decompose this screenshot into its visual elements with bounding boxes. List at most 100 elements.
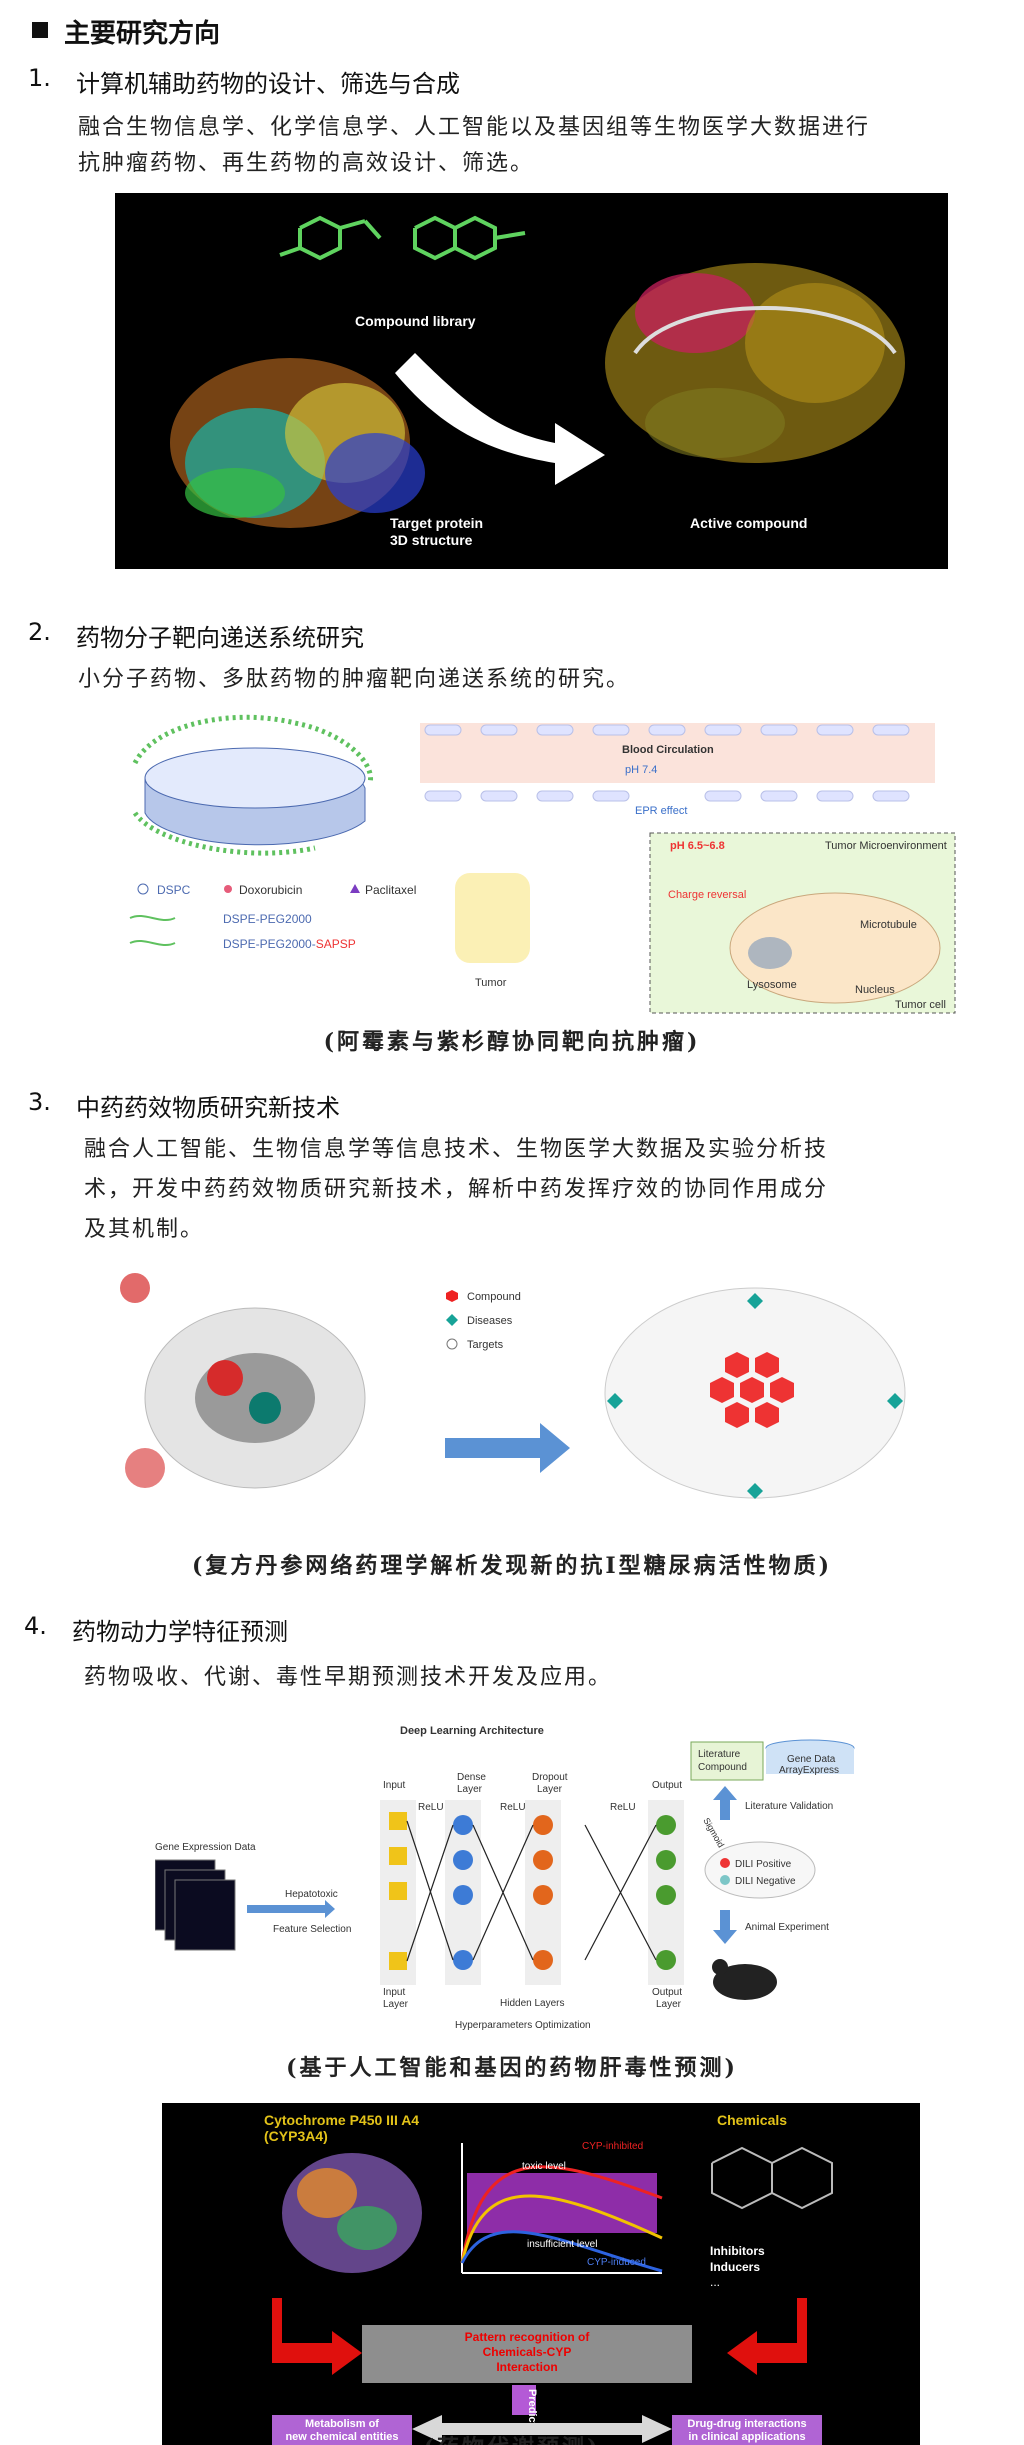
- item-1-title: 计算机辅助药物的设计、筛选与合成: [76, 70, 460, 98]
- tumor-cell: [729, 892, 941, 1004]
- ddi-line-1: Drug-drug interactions: [687, 2418, 806, 2430]
- input-layer-label-1: Input: [383, 1987, 405, 1998]
- cyp-inhibited-label: CYP-inhibited: [582, 2141, 643, 2152]
- charge-reversal-label: Charge reversal: [668, 889, 746, 901]
- figure-deep-learning: Deep Learning Architecture Input Dense L…: [155, 1720, 895, 2040]
- feature-selection-arrow-icon: [247, 1900, 335, 1918]
- animal-experiment-label: Animal Experiment: [745, 1922, 829, 1933]
- pattern-line-3: Interaction: [496, 2360, 557, 2374]
- lysosome-label: Lysosome: [747, 979, 797, 991]
- insufficient-level-label: insufficient level: [527, 2239, 597, 2250]
- metabolism-line-2: new chemical entities: [285, 2431, 398, 2443]
- figure-drug-design: Compound library Target protein 3D struc…: [115, 193, 948, 569]
- item-3-caption: (复方丹参网络药理学解析发现新的抗Ⅰ型糖尿病活性物质): [191, 1553, 833, 1579]
- inhibitors-label: Inhibitors: [710, 2244, 765, 2258]
- dropout-header-2: Layer: [537, 1784, 563, 1795]
- mouse-icon: [713, 1964, 777, 2000]
- item-4-caption: (基于人工智能和基因的药物肝毒性预测): [286, 2055, 738, 2081]
- pattern-recognition-box: [362, 2325, 692, 2383]
- item-3-title: 中药药效物质研究新技术: [76, 1094, 340, 1122]
- legend-dspe-peg: DSPE-PEG2000: [223, 912, 312, 926]
- figure-cyp-metabolism: Cytochrome P450 III A4 (CYP3A4) toxic le…: [162, 2103, 920, 2445]
- item-3-desc-line-3: 及其机制。: [84, 1217, 205, 1242]
- pattern-line-1: Pattern recognition of: [465, 2330, 591, 2344]
- cyp-induced-label: CYP-induced: [587, 2257, 646, 2268]
- item-4-title: 药物动力学特征预测: [72, 1618, 288, 1646]
- liposome-illustration: [132, 714, 373, 856]
- active-compound-label: Active compound: [690, 515, 807, 531]
- cyp-protein-structure: [282, 2153, 422, 2273]
- hidden-layers-label: Hidden Layers: [500, 1998, 564, 2009]
- deep-learning-title: Deep Learning Architecture: [400, 1725, 544, 1737]
- item-2-number: 2.: [28, 618, 51, 646]
- chemicals-label: Chemicals: [717, 2112, 787, 2128]
- input-layer-label-2: Layer: [383, 1999, 409, 2010]
- left-red-arrow-icon: [272, 2298, 362, 2375]
- metabolism-box: [272, 2415, 412, 2445]
- gene-expression-label: Gene Expression Data: [155, 1842, 256, 1853]
- network-arrow-icon: [445, 1423, 570, 1473]
- item-2-desc-line-1: 小分子药物、多肽药物的肿瘤靶向递送系统的研究。: [78, 667, 631, 692]
- hepatotoxic-label: Hepatotoxic: [285, 1889, 338, 1900]
- network-right: [604, 1287, 906, 1499]
- item-4-caption-2: (药物代谢预测): [0, 2430, 1024, 2445]
- chemical-structure-icon: [711, 2146, 833, 2210]
- legend-doxorubicin: Doxorubicin: [239, 883, 302, 897]
- item-2-title: 药物分子靶向递送系统研究: [76, 624, 364, 652]
- compound-library-label: Compound library: [355, 313, 476, 329]
- output-header: Output: [652, 1780, 682, 1791]
- tumor-label: Tumor: [475, 977, 507, 989]
- nucleus-label: Nucleus: [855, 984, 895, 996]
- compound-molecule-2: [413, 215, 526, 261]
- gene-data-label: Gene Data: [787, 1754, 836, 1765]
- active-compound-structure: [605, 263, 905, 463]
- ddi-line-2: in clinical applications: [688, 2431, 805, 2443]
- inducers-label: Inducers: [710, 2260, 760, 2274]
- ph-74-label: pH 7.4: [625, 764, 657, 776]
- item-1-number: 1.: [28, 64, 51, 92]
- legend-diseases-icon: [446, 1314, 458, 1326]
- dropout-header-1: Dropout: [532, 1772, 568, 1783]
- legend-compound-icon: [446, 1290, 458, 1302]
- screening-arrow-icon: [395, 353, 605, 485]
- double-arrow-icon: [412, 2415, 672, 2443]
- item-3-desc-line-2: 术，开发中药药效物质研究新技术，解析中药发挥疗效的协同作用成分: [84, 1177, 829, 1202]
- gene-expression-panels: [155, 1859, 236, 1951]
- svg-text:DSPE-PEG2000-SAPSP: DSPE-PEG2000-SAPSP: [223, 937, 356, 951]
- tumor-cell-label: Tumor cell: [895, 999, 946, 1011]
- dense-header-1: Dense: [457, 1772, 486, 1783]
- arrayexpress-label: ArrayExpress: [779, 1765, 839, 1776]
- cyp-title: Cytochrome P450 III A4: [264, 2112, 419, 2128]
- blood-circulation-label: Blood Circulation: [622, 744, 714, 756]
- tumor-microenvironment-label: Tumor Microenvironment: [825, 840, 947, 852]
- output-layer-label-1: Output: [652, 1987, 682, 1998]
- target-protein-label-1: Target protein: [390, 515, 483, 531]
- relu-1: ReLU: [418, 1802, 444, 1813]
- dili-positive-label: DILI Positive: [735, 1859, 792, 1870]
- figure-targeted-delivery: DSPC Doxorubicin Paclitaxel DSPE-PEG2000…: [115, 703, 965, 1021]
- sigmoid-label: Sigmoid: [701, 1816, 726, 1849]
- item-3-number: 3.: [28, 1088, 51, 1116]
- input-header: Input: [383, 1780, 405, 1791]
- literature-label: Literature: [698, 1749, 741, 1760]
- literature-validation-label: Literature Validation: [745, 1801, 833, 1812]
- predict-label: Predict: [526, 2389, 538, 2427]
- epr-effect-label: EPR effect: [635, 805, 687, 817]
- pattern-line-2: Chemicals-CYP: [483, 2345, 572, 2359]
- section-bullet-icon: [32, 22, 48, 38]
- legend-sapsp: SAPSP: [316, 937, 356, 951]
- dili-negative-label: DILI Negative: [735, 1876, 796, 1887]
- legend-dspc: DSPC: [157, 883, 191, 897]
- legend-diseases: Diseases: [467, 1315, 513, 1327]
- metabolism-line-1: Metabolism of: [305, 2418, 379, 2430]
- network-left: [120, 1273, 366, 1489]
- compound-label: Compound: [698, 1762, 747, 1773]
- ddi-box: [672, 2415, 822, 2445]
- target-protein-structure: [170, 358, 425, 528]
- tumor-region: [455, 873, 530, 963]
- toxic-level-label: toxic level: [522, 2161, 566, 2172]
- dense-header-2: Layer: [457, 1784, 483, 1795]
- item-1-desc-line-1: 融合生物信息学、化学信息学、人工智能以及基因组等生物医学大数据进行: [78, 115, 871, 140]
- legend-dspe-peg-sapsp: DSPE-PEG2000-: [223, 937, 316, 951]
- item-3-desc-line-1: 融合人工智能、生物信息学等信息技术、生物医学大数据及实验分析技: [84, 1137, 829, 1162]
